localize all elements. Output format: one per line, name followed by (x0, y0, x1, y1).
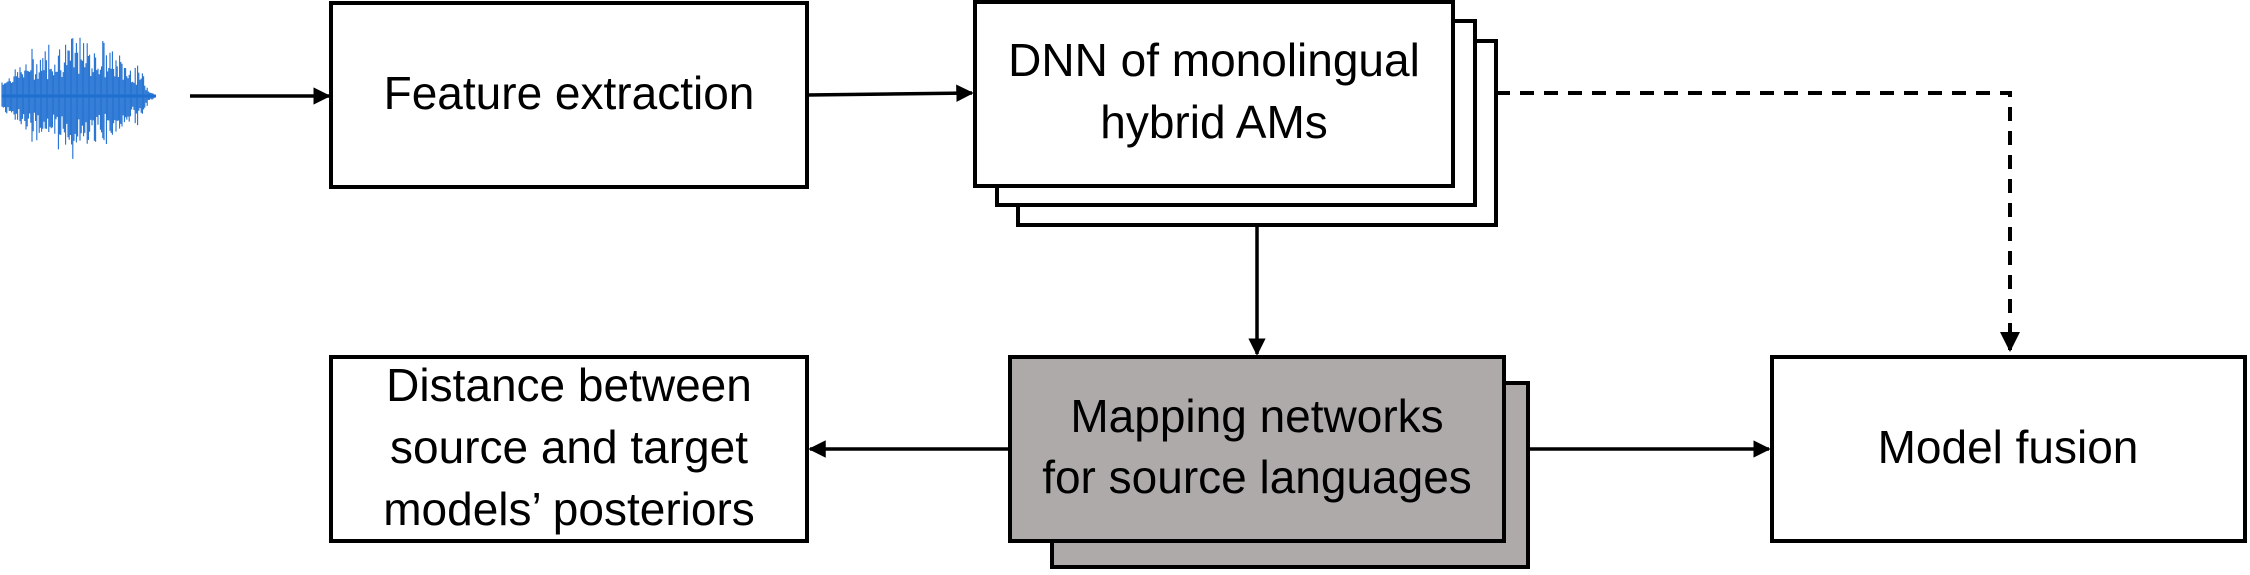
waveform-trace (1, 37, 157, 159)
dnn-node: DNN of monolingual hybrid AMs (973, 0, 1498, 227)
mapping-stack-front (1008, 355, 1506, 543)
dashed-arrow-dnn-to-fusion (1496, 91, 2020, 352)
dnn-label-line-2: hybrid AMs (1100, 96, 1328, 148)
model-fusion-node: Model fusion (1770, 355, 2247, 543)
mapping-label-line-2: for source languages (1042, 451, 1472, 503)
audio-waveform-icon (1, 37, 157, 159)
feature-extraction-node: Feature extraction (329, 1, 809, 189)
model-fusion-label: Model fusion (1878, 421, 2139, 473)
mapping-networks-node: Mapping networks for source languages (1008, 355, 1530, 569)
distance-label-line-3: models’ posteriors (383, 483, 755, 535)
arrow-feature-to-dnn (806, 84, 974, 102)
mapping-label-line-1: Mapping networks (1070, 390, 1443, 442)
dnn-stack-front (973, 0, 1455, 188)
dnn-label-line-1: DNN of monolingual (1008, 34, 1420, 86)
distance-label-line-1: Distance between (386, 359, 752, 411)
feature-extraction-label: Feature extraction (384, 67, 755, 119)
distance-node: Distance between source and target model… (329, 355, 809, 543)
distance-label-line-2: source and target (390, 421, 748, 473)
